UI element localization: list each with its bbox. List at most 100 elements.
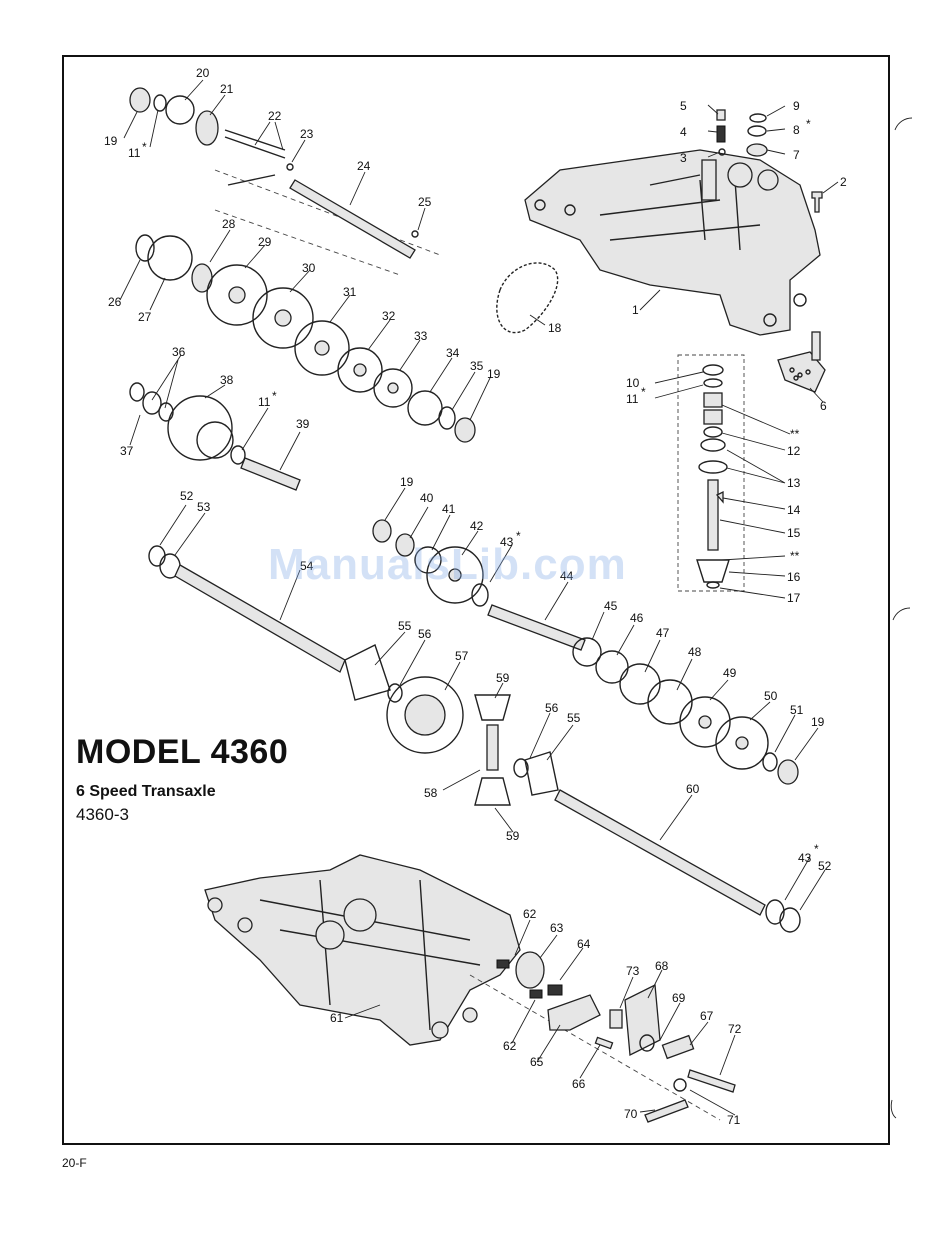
page-number: 20-F (62, 1156, 87, 1170)
gear-46 (595, 650, 629, 684)
washer-11-top (153, 94, 167, 112)
callout-17: 17 (787, 591, 801, 605)
washer-11-stack (703, 378, 723, 388)
washer-36b (142, 391, 162, 415)
callout-52: 52 (180, 489, 194, 503)
spacer-73 (609, 1009, 623, 1029)
callout-21: 21 (220, 82, 234, 96)
callout-46: 46 (630, 611, 644, 625)
callout-star: * (641, 385, 646, 399)
bushing-19-right (777, 759, 799, 785)
callout-51: 51 (790, 703, 804, 717)
gear-45 (572, 637, 602, 667)
shaft-44 (487, 604, 586, 651)
ring-26 (135, 234, 155, 262)
callout-star: * (814, 842, 819, 856)
callout-72: 72 (728, 1022, 742, 1036)
ring-56-right (513, 758, 529, 778)
callout-7: 7 (793, 148, 800, 162)
gear-49 (679, 696, 731, 748)
model-code: 4360-3 (76, 805, 129, 824)
washer-12 (703, 426, 723, 438)
washer-35 (438, 406, 456, 430)
model-subtitle: 6 Speed Transaxle (76, 783, 216, 800)
bearing-21 (195, 110, 219, 146)
bushing-19-row (454, 417, 476, 443)
callout-19: 19 (487, 367, 501, 381)
block-64 (547, 984, 563, 996)
washer-63 (515, 951, 545, 989)
callout-double-star: ** (790, 549, 800, 563)
plate-67 (661, 1034, 695, 1060)
callout-13: 13 (787, 476, 801, 490)
bolt-70 (644, 1099, 689, 1123)
axle-60 (554, 789, 766, 916)
spring-4 (716, 125, 726, 143)
gear-50 (715, 716, 769, 770)
callout-28: 28 (222, 217, 236, 231)
callout-15: 15 (787, 526, 801, 540)
callout-8: 8 (793, 123, 800, 137)
washer-43-right (765, 899, 785, 925)
callout-57: 57 (455, 649, 469, 663)
callout-22: 22 (268, 109, 282, 123)
bushing-19-top (129, 87, 151, 113)
bolt-72 (687, 1069, 736, 1093)
washer-52-right (779, 907, 801, 933)
shift-forks-22 (224, 129, 286, 186)
gear-47 (619, 663, 661, 705)
bearing-mid (703, 409, 723, 425)
gear-row (135, 234, 476, 443)
key-62-bottom (529, 989, 543, 999)
cap-5 (716, 109, 726, 121)
callout-24: 24 (357, 159, 371, 173)
callout-9: 9 (793, 99, 800, 113)
callout-33: 33 (414, 329, 428, 343)
callout-55: 55 (567, 711, 581, 725)
callouts: 19 11 * 20 21 22 23 24 25 5 4 3 9 8 * 7 … (104, 66, 847, 1127)
callout-3: 3 (680, 151, 687, 165)
washer-13b (698, 460, 728, 474)
gear-48 (647, 679, 693, 725)
key-62-top (496, 959, 510, 969)
vertical-shaft-stack (677, 354, 745, 592)
callout-30: 30 (302, 261, 316, 275)
callout-73: 73 (626, 964, 640, 978)
callout-19: 19 (104, 134, 118, 148)
key-25 (411, 230, 419, 238)
sprocket-27 (147, 235, 193, 281)
callout-6: 6 (820, 399, 827, 413)
bushing-19-center (372, 519, 392, 543)
washer-8 (747, 125, 767, 137)
callout-star: * (272, 389, 277, 403)
bushing-40 (395, 533, 415, 557)
cluster-gear-assembly (129, 382, 301, 491)
callout-star: * (806, 117, 811, 131)
washer-43-center (471, 583, 489, 607)
callout-19: 19 (400, 475, 414, 489)
callout-47: 47 (656, 626, 670, 640)
bevel-gear-55-left (344, 644, 391, 701)
callout-63: 63 (550, 921, 564, 935)
pin-39 (240, 457, 301, 491)
callout-39: 39 (296, 417, 310, 431)
callout-54: 54 (300, 559, 314, 573)
callout-56: 56 (545, 701, 559, 715)
shaft-60-assembly (513, 751, 801, 933)
gear-31 (294, 320, 350, 376)
callout-11: 11 (258, 395, 271, 409)
callout-star: * (516, 529, 521, 543)
lower-housing-61 (204, 854, 521, 1046)
callout-11: 11 (128, 146, 141, 160)
callout-23: 23 (300, 127, 314, 141)
model-title: MODEL 4360 (76, 733, 289, 771)
callout-29: 29 (258, 235, 272, 249)
callout-70: 70 (624, 1107, 638, 1121)
shift-linkage-parts (469, 951, 736, 1123)
callout-14: 14 (787, 503, 801, 517)
cluster-gear-38 (167, 395, 233, 461)
callout-60: 60 (686, 782, 700, 796)
diagram-frame (62, 55, 890, 1145)
callout-31: 31 (343, 285, 357, 299)
